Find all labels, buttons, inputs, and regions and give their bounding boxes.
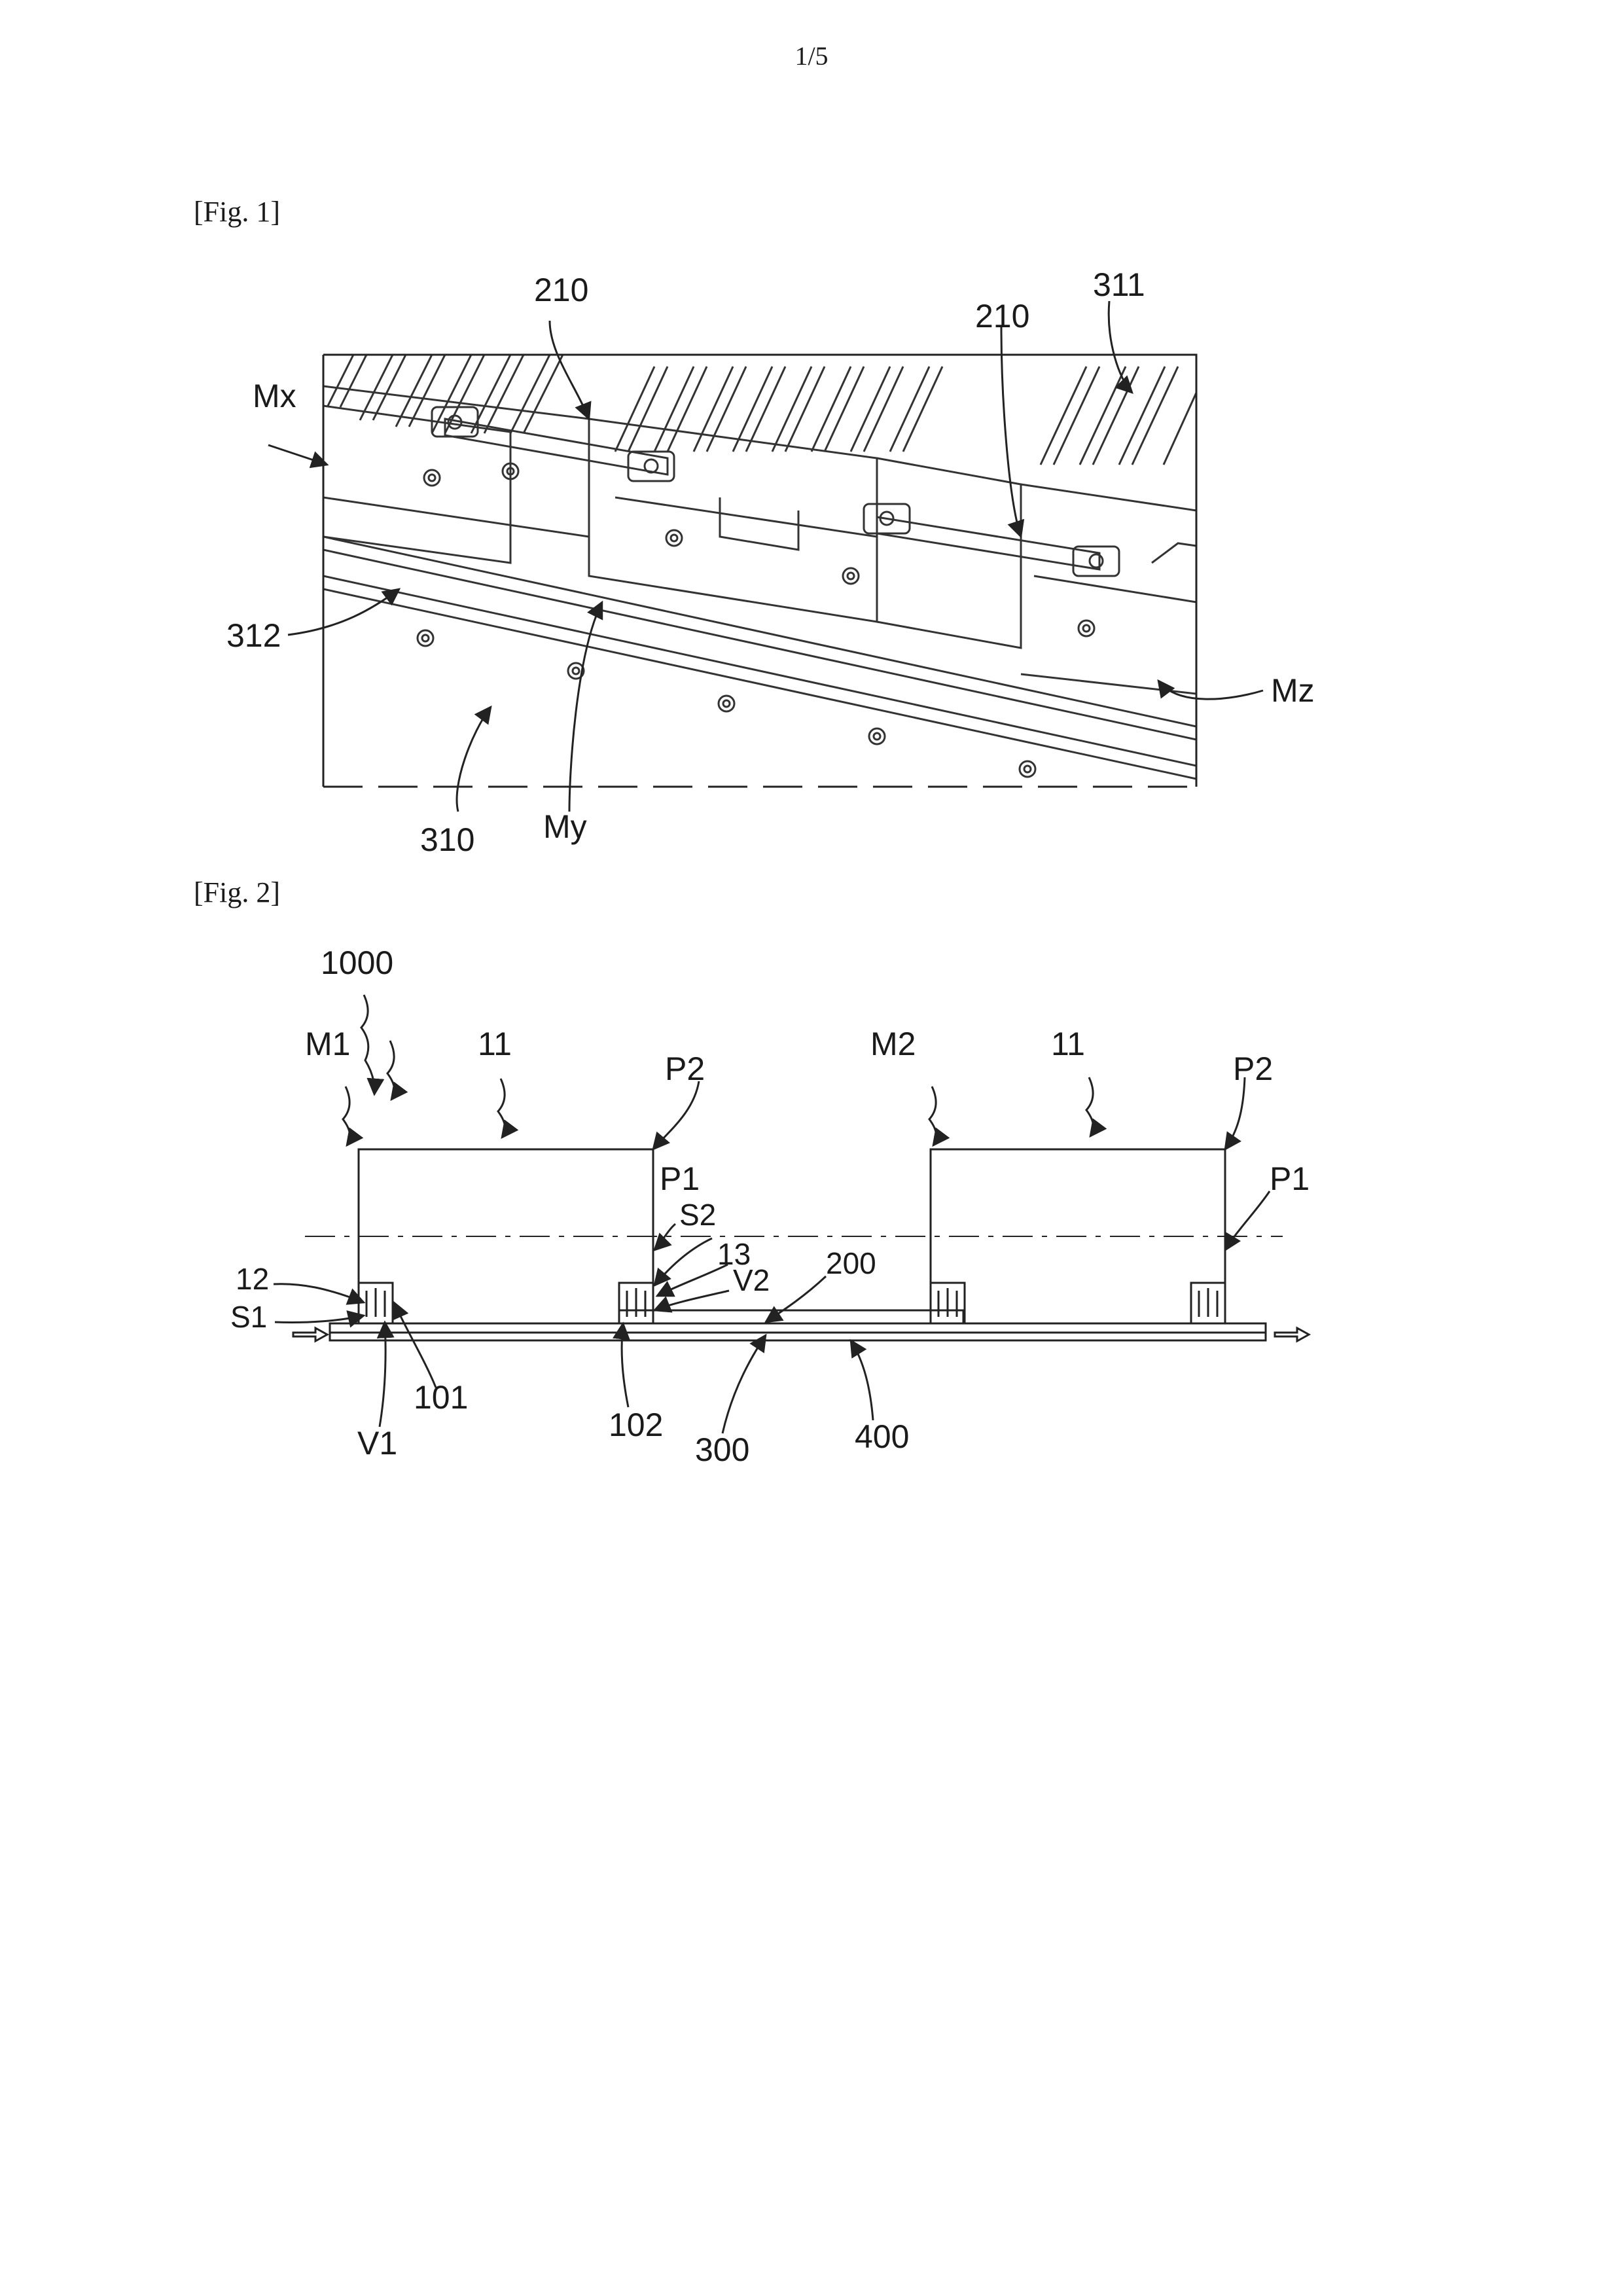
label-s2: S2 (679, 1198, 716, 1232)
label-p2-right: P2 (1233, 1050, 1273, 1087)
label-mx: Mx (253, 378, 296, 414)
label-310: 310 (420, 821, 474, 858)
figure-1-drawing (268, 301, 1263, 812)
label-210-right: 210 (975, 298, 1029, 334)
label-v1: V1 (357, 1425, 397, 1462)
label-m2: M2 (870, 1026, 916, 1062)
label-my: My (543, 808, 587, 845)
bus-bar-200 (619, 1310, 963, 1323)
label-p2-left: P2 (665, 1050, 705, 1087)
label-v2: V2 (733, 1263, 770, 1297)
label-p1-right: P1 (1270, 1160, 1310, 1197)
label-200: 200 (826, 1246, 876, 1280)
label-p1-left: P1 (660, 1160, 700, 1197)
label-1000: 1000 (321, 944, 393, 981)
label-101: 101 (414, 1379, 468, 1416)
label-400: 400 (855, 1418, 909, 1455)
label-210-left: 210 (534, 272, 588, 308)
label-312: 312 (226, 617, 281, 654)
figure-2-drawing (274, 995, 1309, 1433)
label-11-left: 11 (478, 1026, 512, 1062)
hollow-arrow-icon (293, 1328, 1309, 1341)
cooling-plate-400 (330, 1333, 1266, 1340)
label-12: 12 (236, 1262, 269, 1296)
label-11-right: 11 (1051, 1026, 1085, 1062)
label-mz: Mz (1271, 672, 1315, 709)
label-m1: M1 (305, 1026, 350, 1062)
label-102: 102 (609, 1407, 663, 1443)
label-s1: S1 (230, 1300, 267, 1334)
base-plate-300 (330, 1323, 1266, 1333)
label-311: 311 (1093, 266, 1145, 303)
label-300: 300 (695, 1431, 749, 1468)
